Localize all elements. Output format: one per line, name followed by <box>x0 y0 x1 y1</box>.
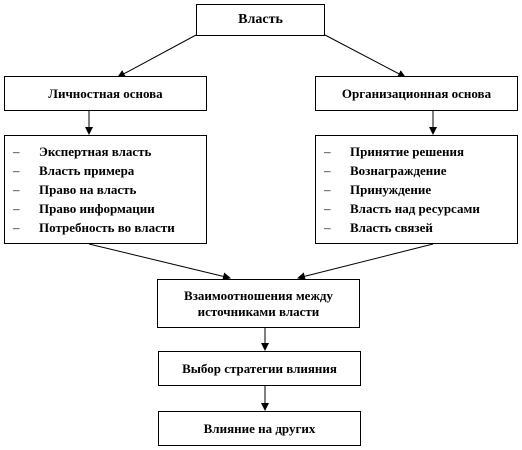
list-item-label: Экспертная власть <box>39 144 152 159</box>
list-item: – Право на власть <box>13 180 206 199</box>
strategy-label: Выбор стратегии влияния <box>182 360 337 376</box>
list-item-label: Вознаграждение <box>350 163 447 178</box>
arrow-root-to-personal <box>117 34 197 78</box>
influence-node: Влияние на других <box>158 411 361 446</box>
list-item-label: Потребность во власти <box>39 220 175 235</box>
list-item: – Вознаграждение <box>324 161 517 180</box>
influence-label: Влияние на других <box>203 420 316 436</box>
root-node-label: Власть <box>238 12 283 27</box>
list-item-label: Власть связей <box>350 220 433 235</box>
relationships-node: Взаимоотношения между источниками власти <box>157 279 360 328</box>
bullet-dash: – <box>13 163 20 178</box>
list-item-label: Власть примера <box>39 163 135 178</box>
bullet-dash: – <box>13 201 20 216</box>
bullet-dash: – <box>324 182 331 197</box>
list-item-label: Принятие решения <box>350 144 465 159</box>
personal-basis-node: Личностная основа <box>4 76 207 111</box>
list-item-label: Право на власть <box>39 182 137 197</box>
list-item: – Принятие решения <box>324 142 517 161</box>
list-item: – Власть над ресурсами <box>324 199 517 218</box>
organizational-basis-node: Организационная основа <box>315 76 518 111</box>
list-item: – Власть связей <box>324 218 517 237</box>
bullet-dash: – <box>324 220 331 235</box>
arrow-organizational-list-to-relationships <box>297 243 434 281</box>
root-node: Власть <box>196 4 325 36</box>
bullet-dash: – <box>13 220 20 235</box>
personal-basis-label: Личностная основа <box>48 85 163 101</box>
arrow-personal-list-to-relationships <box>88 243 231 281</box>
bullet-dash: – <box>324 163 331 178</box>
list-item: – Принуждение <box>324 180 517 199</box>
organizational-basis-label: Организационная основа <box>341 85 492 101</box>
organizational-sources-list: – Принятие решения – Вознаграждение – Прину… <box>315 135 518 244</box>
list-item-label: Принуждение <box>350 182 432 197</box>
bullet-dash: – <box>324 144 331 159</box>
list-item-label: Право информации <box>39 201 155 216</box>
relationships-label-line1: Взаимоотношения между <box>184 287 333 303</box>
personal-sources-list: – Экспертная власть – Власть примера – Прав… <box>4 135 207 244</box>
strategy-node: Выбор стратегии влияния <box>158 351 361 386</box>
arrow-root-to-organizational <box>324 34 406 78</box>
bullet-dash: – <box>13 182 20 197</box>
list-item: – Власть примера <box>13 161 206 180</box>
bullet-dash: – <box>13 144 20 159</box>
list-item: – Потребность во власти <box>13 218 206 237</box>
relationships-label-line2: источниками власти <box>197 303 320 319</box>
list-item: – Экспертная власть <box>13 142 206 161</box>
list-item: – Право информации <box>13 199 206 218</box>
bullet-dash: – <box>324 201 331 216</box>
list-item-label: Власть над ресурсами <box>350 201 480 216</box>
